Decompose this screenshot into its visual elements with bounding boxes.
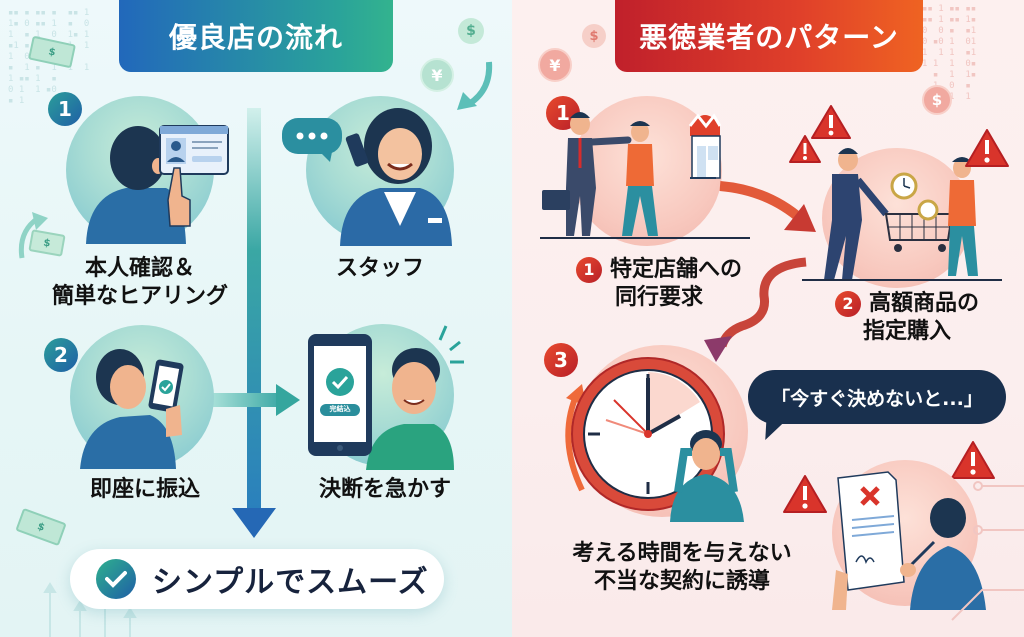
flow-arrow-curved: [704, 257, 807, 362]
decide-label: 決断を急かす: [318, 477, 451, 502]
warning-icon: [783, 475, 827, 513]
dollar-bill-icon: $: [15, 507, 67, 547]
binary-pattern-decoration: ▪▪ 1 ▪▪ ▪▪ ▪▪ 1 ▪▪ 1▪ 0 0 ▪ ▪1 0 ▪0 1 01…: [922, 4, 977, 102]
staff-label: スタッフ: [335, 256, 424, 281]
step1-label: 1 特定店舗への 同行要求: [544, 256, 774, 311]
dollar-coin-icon: $: [582, 24, 606, 48]
yen-coin-icon: ¥: [538, 48, 572, 82]
warning-icon: [965, 129, 1009, 167]
result-pill: シンプルでスムーズ: [70, 549, 444, 609]
flow-arrow-down-head: [232, 508, 276, 538]
step2-label: 即座に振込: [89, 477, 200, 502]
phone-complete-label: 完結込: [329, 405, 351, 413]
bad-dealer-panel: ▪▪ 1 ▪▪ ▪▪ ▪▪ 1 ▪▪ 1▪ 0 0 ▪ ▪1 0 ▪0 1 01…: [512, 0, 1024, 637]
warning-icon: [789, 135, 821, 163]
step-badge-2: 2: [44, 338, 78, 372]
binary-pattern-decoration: ▪▪ ▪ ▪▪ ▪ ▪▪ 1 1▪ 0 ▪▪ 1 ▪ 0 1 ▪ 1 0 1▪ …: [8, 8, 90, 106]
step2-label: 2 高額商品の 指定購入: [802, 290, 1012, 345]
good-shop-panel: ▪▪ ▪ ▪▪ ▪ ▪▪ 1 1▪ 0 ▪▪ 1 ▪ 0 1 ▪ 1 0 1▪ …: [0, 0, 512, 637]
warning-icon: [951, 441, 995, 479]
person-with-phone-complete-illustration: [308, 325, 464, 470]
bad-dealer-title: 悪徳業者のパターン: [615, 0, 923, 72]
dollar-coin-icon: $: [458, 18, 484, 44]
yen-coin-icon: ¥: [420, 58, 454, 92]
person-tapping-id-card-illustration: [86, 125, 229, 244]
flow-arrow-vertical: [247, 108, 261, 516]
good-shop-title: 優良店の流れ: [119, 0, 393, 72]
person-with-phone-check-illustration: [80, 349, 184, 469]
flow-arrow-curved: [719, 181, 816, 232]
step1-label: 本人確認＆ 簡単なヒアリング: [51, 256, 228, 309]
step-badge-3: 3: [544, 343, 578, 377]
dollar-coin-icon: $: [922, 85, 952, 115]
flow-arrow-horizontal: [212, 393, 282, 407]
step3-label: 考える時間を与えない 不当な契約に誘導: [572, 541, 792, 594]
person-signing-contract-illustration: [832, 471, 986, 610]
step-badge-inline-2: 2: [834, 290, 861, 317]
smiling-staff-on-phone-illustration: [282, 108, 452, 246]
warning-icon: [811, 105, 851, 139]
step-badge-1: 1: [48, 92, 82, 126]
stressed-person-illustration: [670, 430, 744, 522]
check-circle-icon: [96, 559, 136, 599]
flow-arrow-right-head: [276, 384, 300, 416]
circuit-decoration: [951, 481, 1024, 621]
speech-bubble: 「今すぐ決めないと...」: [748, 370, 1006, 424]
step-badge-inline-1: 1: [575, 256, 602, 283]
salesman-pushing-customer-illustration: [540, 112, 750, 239]
curved-up-arrow-icon: [18, 212, 48, 259]
curved-down-arrow-icon: [457, 61, 493, 110]
result-label: シンプルでスムーズ: [152, 565, 429, 600]
customer-with-cart-illustration: [802, 148, 1002, 281]
